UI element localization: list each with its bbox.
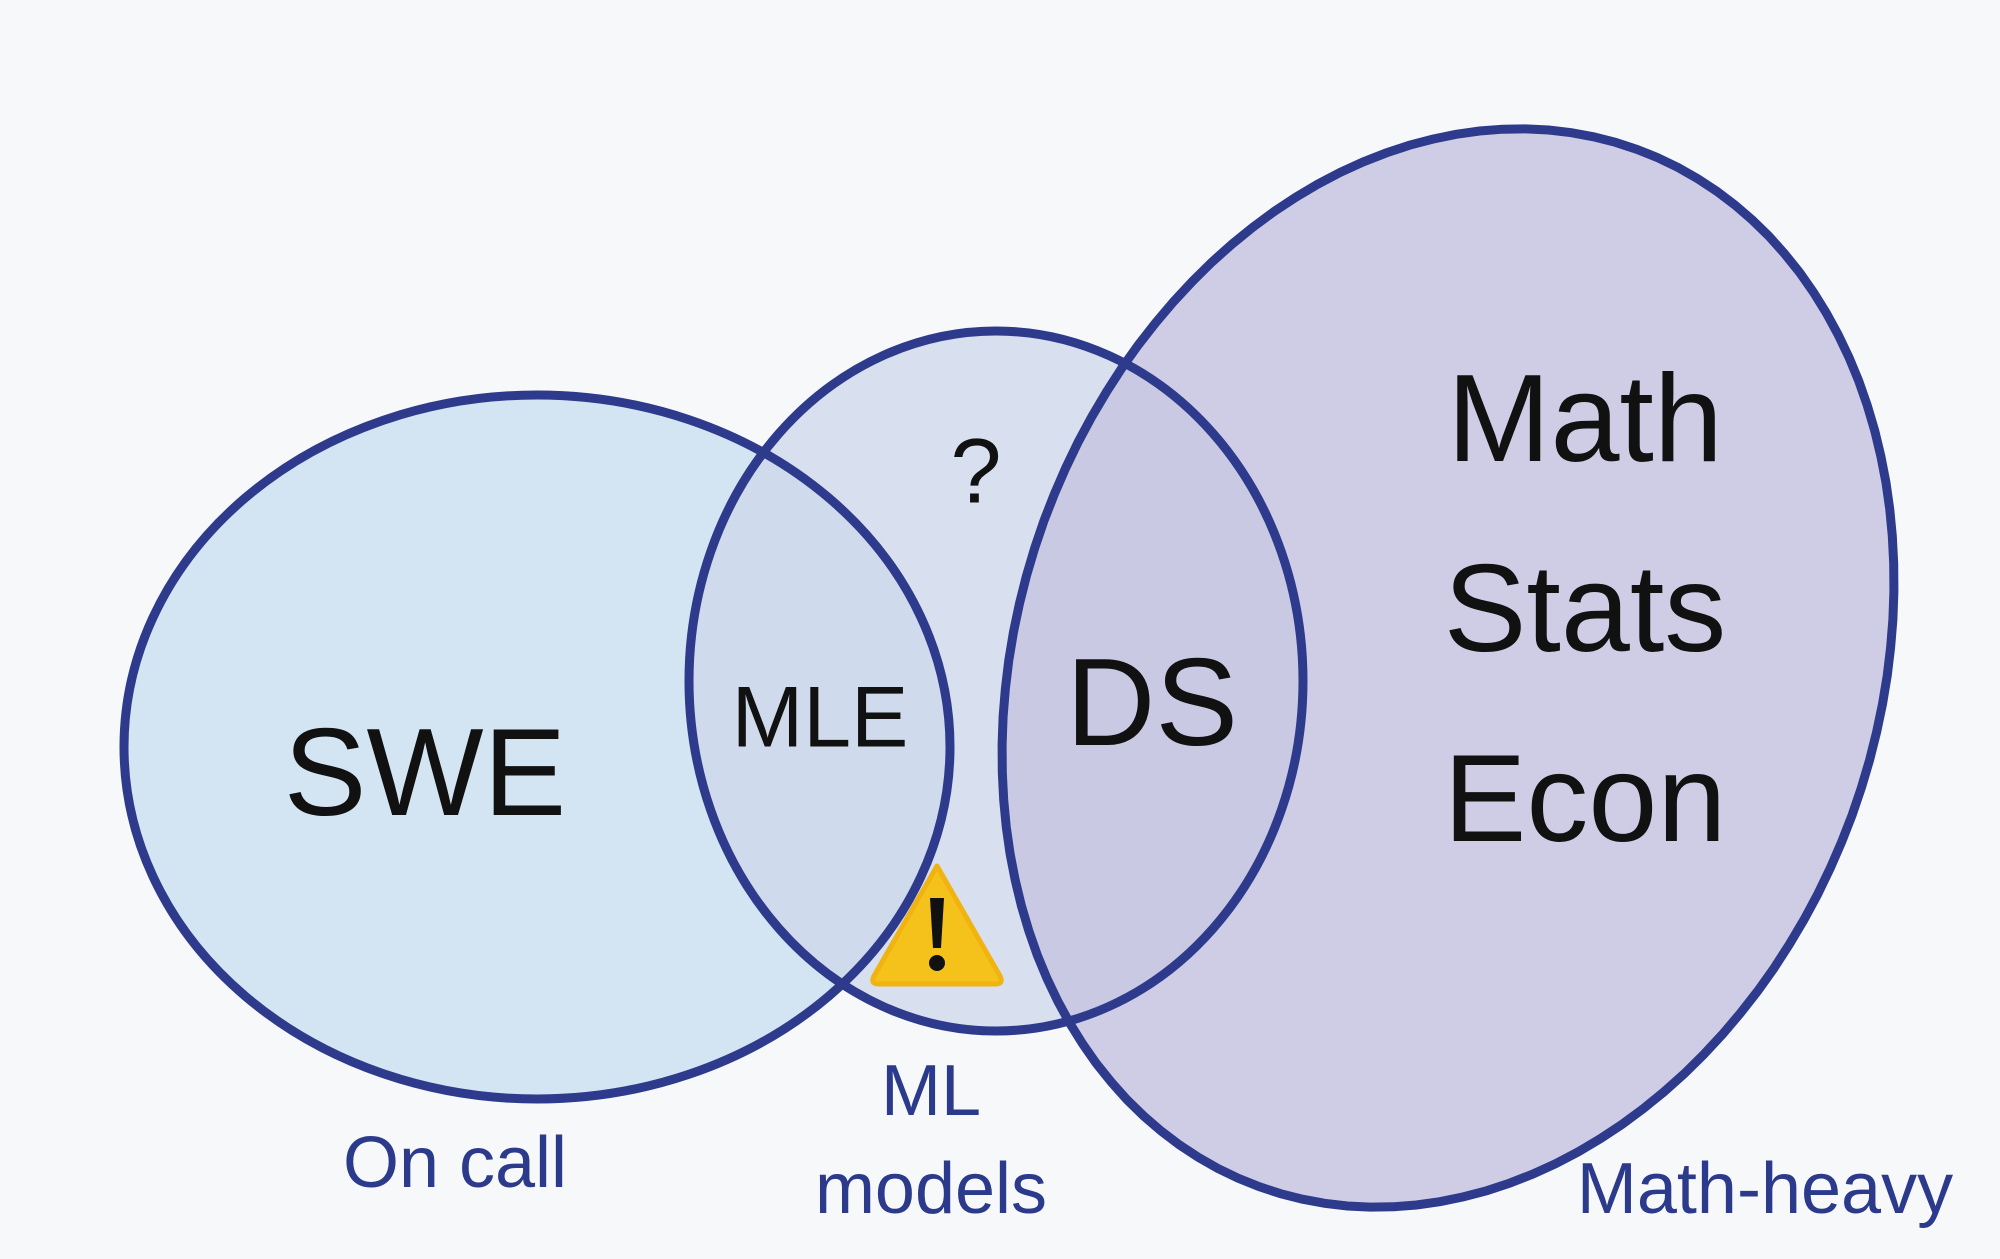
swe-caption: On call — [343, 1123, 567, 1203]
stats-label: Stats — [1444, 540, 1727, 678]
math-caption: Math-heavy — [1577, 1149, 1953, 1229]
ml-caption-line2: models — [815, 1149, 1047, 1229]
econ-label: Econ — [1444, 730, 1727, 868]
question-mark: ? — [950, 420, 1001, 522]
math-set — [1002, 128, 1894, 1208]
math-outline — [997, 124, 1899, 1212]
ds-label: DS — [1066, 634, 1238, 772]
ml-caption-line1: ML — [881, 1051, 981, 1131]
mle-label: MLE — [732, 670, 909, 766]
warning-icon — [870, 863, 1004, 987]
swe-outline — [119, 390, 955, 1104]
math-label: Math — [1447, 350, 1723, 488]
ml-outline — [684, 326, 1308, 1036]
swe-label: SWE — [284, 704, 566, 842]
